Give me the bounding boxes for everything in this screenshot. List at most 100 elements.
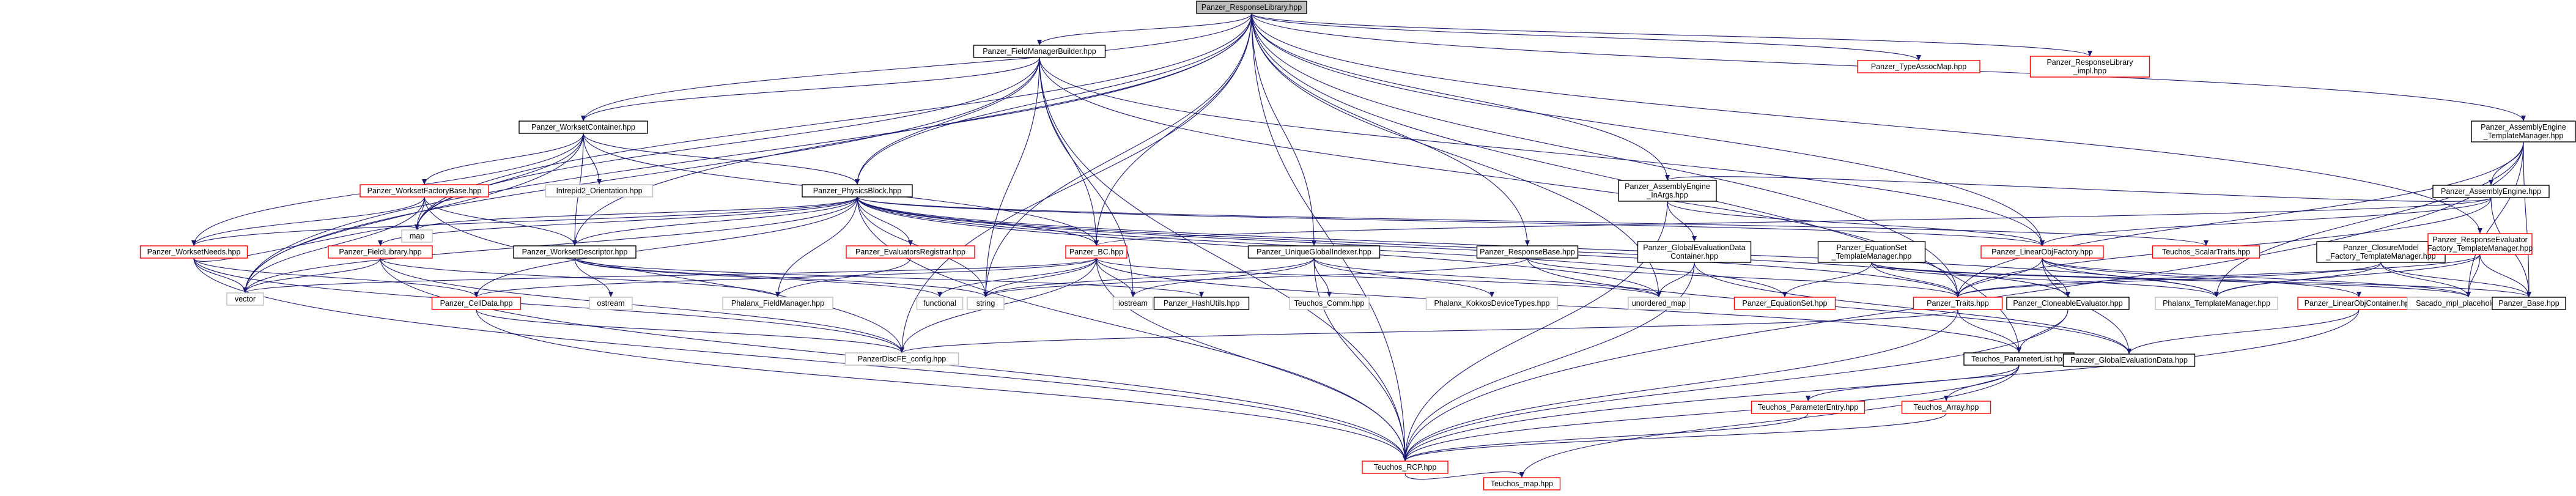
node-wfb[interactable]: Panzer_WorksetFactoryBase.hpp	[360, 184, 489, 198]
node-label-tarray: Teuchos_Array.hpp	[1914, 403, 1979, 412]
edge-gedc-to-ged	[1694, 262, 2131, 355]
node-box-ugi	[1247, 245, 1381, 259]
node-hash[interactable]: Panzer_HashUtils.hpp	[1153, 297, 1250, 310]
edge-bc-to-rcp	[1096, 257, 1408, 462]
node-label-er: Panzer_EvaluatorsRegistrar.hpp	[855, 248, 965, 256]
node-wn[interactable]: Panzer_WorksetNeeds.hpp	[139, 245, 248, 259]
node-iostream[interactable]: iostream	[1112, 297, 1154, 310]
node-scalar[interactable]: Teuchos_ScalarTraits.hpp	[2152, 245, 2260, 259]
node-box-fmb	[973, 45, 1106, 58]
node-umap[interactable]: unordered_map	[1628, 297, 1690, 310]
node-label-ae: Panzer_AssemblyEngine.hpp	[2441, 187, 2541, 196]
edge-bc-to-functional	[937, 257, 1097, 298]
edge-bc-to-celldata	[474, 257, 1097, 298]
edge-lof-to-sacado	[2042, 257, 2471, 298]
node-ae[interactable]: Panzer_AssemblyEngine.hpp	[2432, 185, 2550, 198]
node-box-rcp	[1362, 461, 1449, 474]
edge-wd-to-hash	[574, 257, 1204, 298]
node-ugi[interactable]: Panzer_UniqueGlobalIndexer.hpp	[1247, 245, 1381, 259]
node-label-rb: Panzer_ResponseBase.hpp	[1480, 248, 1575, 256]
edge-fmb-to-pb	[855, 57, 1040, 185]
node-loc[interactable]: Panzer_LinearObjContainer.hpp	[2297, 297, 2421, 310]
node-kokkos[interactable]: Phalanx_KokkosDeviceTypes.hpp	[1425, 297, 1559, 310]
node-comm[interactable]: Teuchos_Comm.hpp	[1289, 297, 1370, 310]
edge-aeinargs-to-gedc	[1667, 201, 1697, 242]
node-pb[interactable]: Panzer_PhysicsBlock.hpp	[802, 184, 913, 198]
node-label-base: Panzer_Base.hpp	[2498, 299, 2559, 308]
edge-wd-to-ostream	[574, 257, 613, 298]
node-map1[interactable]: map	[401, 229, 433, 243]
node-fl[interactable]: Panzer_FieldLibrary.hpp	[328, 245, 433, 259]
edge-fl-to-vector	[243, 257, 381, 294]
node-dfe[interactable]: PanzerDiscFE_config.hpp	[844, 352, 959, 366]
node-label-ped: Teuchos_ParameterList.hpp	[1971, 355, 2067, 363]
edge-traits-to-dfe	[899, 309, 1958, 353]
node-pentry[interactable]: Teuchos_ParameterEntry.hpp	[1751, 401, 1866, 414]
node-ged[interactable]: Panzer_GlobalEvaluationData.hpp	[2062, 353, 2196, 367]
node-box-gedc	[1637, 241, 1752, 263]
node-string[interactable]: string	[967, 297, 1005, 310]
node-ostream[interactable]: ostream	[589, 297, 633, 310]
edge-fmb-to-bc	[1039, 57, 1099, 246]
node-celldata[interactable]: Panzer_CellData.hpp	[431, 297, 522, 310]
node-label-gedc: Panzer_GlobalEvaluationData	[1643, 243, 1746, 252]
node-pfm[interactable]: Phalanx_FieldManager.hpp	[722, 297, 833, 310]
node-intrepid[interactable]: Intrepid2_Orientation.hpp	[545, 184, 654, 198]
edge-rb-to-traits	[1527, 257, 1960, 298]
node-rlimpl[interactable]: Panzer_ResponseLibrary_impl.hpp	[2029, 56, 2150, 78]
node-box-traits	[1913, 297, 2003, 310]
node-cmftm[interactable]: Panzer_ClosureModel_Factory_TemplateMana…	[2316, 241, 2446, 263]
edge-wc-to-map1	[415, 133, 584, 231]
edge-root-to-vector	[243, 13, 1252, 294]
node-estm[interactable]: Panzer_EquationSet_TemplateManager.hpp	[1817, 241, 1926, 263]
node-cloneable[interactable]: Panzer_CloneableEvaluator.hpp	[2006, 297, 2130, 310]
node-box-root	[1196, 1, 1307, 14]
node-eqset[interactable]: Panzer_EquationSet.hpp	[1733, 297, 1836, 310]
node-aeinargs[interactable]: Panzer_AssemblyEngine_InArgs.hpp	[1618, 180, 1717, 202]
node-root[interactable]: Panzer_ResponseLibrary.hpp	[1196, 1, 1307, 14]
edge-root-to-tam	[1251, 13, 1921, 61]
node-ped[interactable]: Teuchos_ParameterList.hpp	[1963, 352, 2075, 366]
node-label-traits: Panzer_Traits.hpp	[1927, 299, 1989, 308]
node-box-ptm	[2155, 297, 2278, 310]
node-fmb[interactable]: Panzer_FieldManagerBuilder.hpp	[973, 45, 1106, 58]
node-tarray[interactable]: Teuchos_Array.hpp	[1901, 401, 1991, 414]
edge-ae-to-bc	[1094, 197, 2492, 246]
node-wd[interactable]: Panzer_WorksetDescriptor.hpp	[513, 245, 637, 259]
node-wc[interactable]: Panzer_WorksetContainer.hpp	[519, 120, 648, 134]
node-rb[interactable]: Panzer_ResponseBase.hpp	[1476, 245, 1579, 259]
node-box-celldata	[431, 297, 522, 310]
node-label-cloneable: Panzer_CloneableEvaluator.hpp	[2013, 299, 2122, 308]
node-er[interactable]: Panzer_EvaluatorsRegistrar.hpp	[846, 245, 975, 259]
edge-wfb-to-vector	[243, 196, 425, 294]
node-box-tmap	[1483, 477, 1561, 490]
edge-rcp-to-tmap	[1404, 471, 1524, 480]
node-lof[interactable]: Panzer_LinearObjFactory.hpp	[1980, 245, 2104, 259]
node-aetm[interactable]: Panzer_AssemblyEngine_TemplateManager.hp…	[2471, 120, 2576, 143]
edge-estm-to-eqset	[1782, 262, 1872, 298]
node-reftm[interactable]: Panzer_ResponseEvaluatorFactory_Template…	[2427, 233, 2533, 255]
node-functional[interactable]: functional	[916, 297, 964, 310]
node-label-scalar: Teuchos_ScalarTraits.hpp	[2162, 248, 2250, 256]
node-box-ostream	[589, 297, 633, 310]
edge-bc-to-string	[983, 257, 1097, 298]
node-ptm[interactable]: Phalanx_TemplateManager.hpp	[2155, 297, 2278, 310]
node-tmap[interactable]: Teuchos_map.hpp	[1483, 477, 1561, 490]
node-label-wfb: Panzer_WorksetFactoryBase.hpp	[367, 187, 482, 195]
node-box-cloneable	[2006, 297, 2130, 310]
node-box-scalar	[2152, 245, 2260, 259]
node-traits[interactable]: Panzer_Traits.hpp	[1913, 297, 2003, 310]
node-vector[interactable]: vector	[226, 292, 264, 306]
node-tam[interactable]: Panzer_TypeAssocMap.hpp	[1857, 60, 1980, 73]
edge-ugi-to-comm	[1313, 257, 1332, 298]
node-label-dfe: PanzerDiscFE_config.hpp	[858, 355, 947, 363]
edge-pb-to-pfm	[775, 196, 858, 298]
node-rcp[interactable]: Teuchos_RCP.hpp	[1362, 461, 1449, 474]
edge-celldata-to-dfe	[476, 309, 904, 353]
node-box-functional	[916, 297, 964, 310]
node-bc[interactable]: Panzer_BC.hpp	[1065, 245, 1127, 259]
node-base[interactable]: Panzer_Base.hpp	[2492, 297, 2566, 310]
edge-wc-to-vector	[243, 133, 584, 294]
node-box-aeinargs	[1618, 180, 1717, 202]
